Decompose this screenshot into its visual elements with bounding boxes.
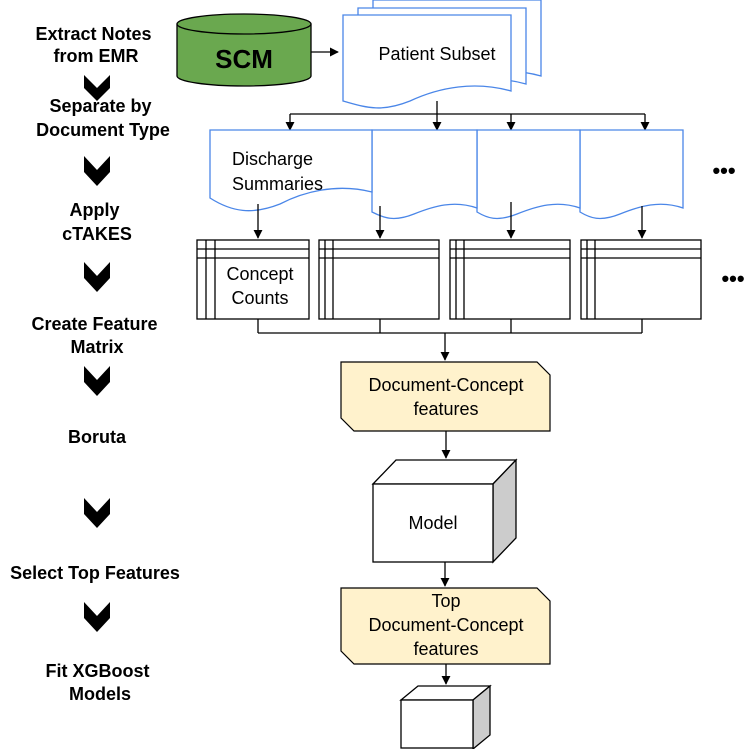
step-boruta: Boruta xyxy=(68,427,127,447)
merge-connectors xyxy=(257,319,643,361)
svg-text:Top: Top xyxy=(431,591,460,611)
concept-count-table xyxy=(449,239,571,320)
chevron-down-icon xyxy=(84,366,110,396)
model-label: Model xyxy=(408,513,457,533)
patient-subset-label: Patient Subset xyxy=(378,44,495,64)
patient-subset-docs: Patient Subset xyxy=(342,0,542,109)
chevron-down-icon xyxy=(84,156,110,186)
scm-database: SCM xyxy=(176,13,312,87)
svg-text:Concept: Concept xyxy=(226,264,293,284)
step-fit-xgboost: Fit XGBoost Models xyxy=(45,661,154,704)
xgboost-model-cube xyxy=(399,684,492,749)
chevron-down-icon xyxy=(84,602,110,632)
chevron-down-icon xyxy=(84,498,110,528)
discharge-summaries-label: Discharge Summaries xyxy=(232,149,323,194)
more-doc-types-indicator: ••• xyxy=(712,158,735,183)
step-separate-by-type: Separate by Document Type xyxy=(36,96,170,140)
document-concept-features: Document-Concept features xyxy=(340,361,551,432)
step-apply-ctakes: Apply cTAKES xyxy=(62,200,132,244)
docs-to-tables-arrows xyxy=(253,202,647,239)
database-label: SCM xyxy=(215,44,273,74)
concept-count-table xyxy=(318,239,440,320)
more-tables-indicator: ••• xyxy=(721,266,744,291)
concept-count-table: Concept Counts xyxy=(196,239,310,320)
chevron-down-icon xyxy=(84,262,110,292)
svg-text:features: features xyxy=(413,399,478,419)
svg-text:Document-Concept: Document-Concept xyxy=(368,375,523,395)
svg-text:features: features xyxy=(413,639,478,659)
step-create-feature-matrix: Create Feature Matrix xyxy=(31,314,162,357)
step-select-top-features: Select Top Features xyxy=(10,563,180,583)
chevron-down-icon xyxy=(84,75,110,101)
step-extract-notes: Extract Notes from EMR xyxy=(35,24,156,66)
svg-text:Document-Concept: Document-Concept xyxy=(368,615,523,635)
svg-text:Counts: Counts xyxy=(231,288,288,308)
model-cube: Model xyxy=(371,458,518,564)
top-document-concept-features: Top Document-Concept features xyxy=(340,587,551,665)
document-type-docs: Discharge Summaries xyxy=(209,129,684,220)
concept-count-table xyxy=(580,239,702,320)
branch-connectors xyxy=(285,101,650,131)
